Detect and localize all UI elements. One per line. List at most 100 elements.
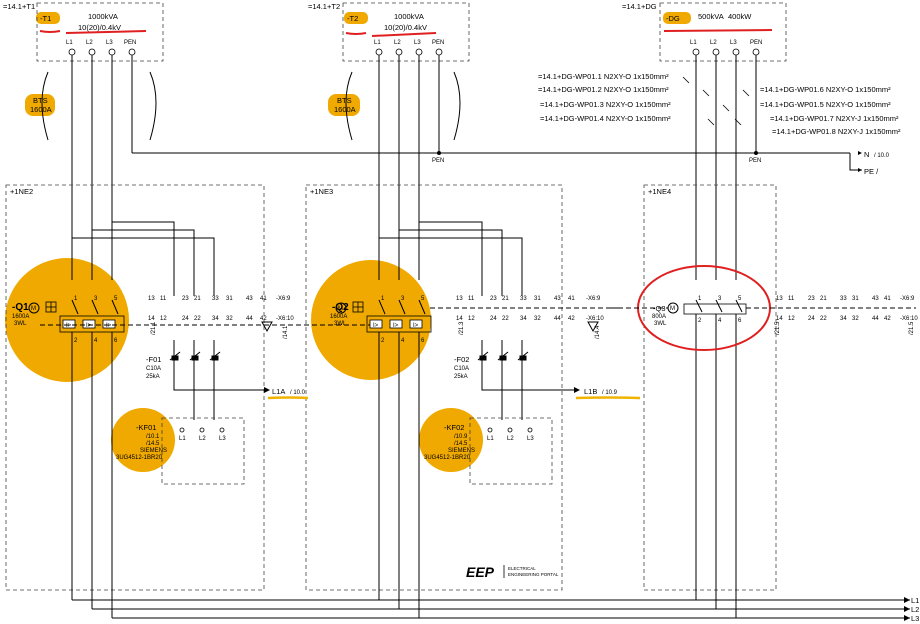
- svg-text:13: 13: [148, 296, 155, 302]
- svg-text:32: 32: [852, 316, 859, 322]
- bts2-rating: 1600A: [334, 105, 356, 114]
- dg-rating: 500kVA: [698, 12, 724, 21]
- kf01-ref1: /10.1: [146, 434, 160, 440]
- svg-text:42: 42: [260, 316, 267, 322]
- q2-rating: 1600A: [330, 314, 347, 320]
- svg-text:34: 34: [840, 316, 847, 322]
- svg-text:14: 14: [456, 316, 463, 322]
- pen-label-2: PEN: [749, 158, 761, 164]
- svg-text:13: 13: [776, 296, 783, 302]
- svg-text:L3: L3: [414, 40, 421, 46]
- dg-terminals: L1 L2 L3 PEN: [690, 40, 762, 46]
- svg-text:-X6:10: -X6:10: [586, 316, 604, 322]
- svg-text:42: 42: [568, 316, 575, 322]
- svg-text:14: 14: [776, 316, 783, 322]
- f02-rating: C10A: [454, 366, 469, 372]
- ne2-ref: /14.1: [283, 325, 289, 339]
- l1b-arrow: [574, 387, 580, 393]
- pe-arrow: [858, 168, 862, 172]
- t1-feeders: [71, 55, 133, 280]
- q1-type: 3WL: [14, 321, 27, 327]
- svg-text:43: 43: [872, 296, 879, 302]
- t2-rating: 1000kVA: [394, 12, 424, 21]
- ne3-ref2: /21.3: [459, 321, 465, 335]
- svg-text:L3: L3: [911, 614, 919, 623]
- svg-text:23: 23: [490, 296, 497, 302]
- annot-l1a: [267, 396, 309, 400]
- svg-text:L2: L2: [911, 605, 919, 614]
- svg-text:34: 34: [212, 316, 219, 322]
- kf02-ref1: /10.9: [454, 434, 468, 440]
- svg-text:22: 22: [502, 316, 509, 322]
- pen-node-1: [437, 151, 441, 155]
- kf01-brand: SIEMENS: [140, 448, 167, 454]
- svg-text:24: 24: [490, 316, 497, 322]
- svg-text:ELECTRICAL: ELECTRICAL: [508, 566, 536, 571]
- t1-voltage: 10(20)/0.4kV: [78, 23, 121, 32]
- cable-labels-left: =14.1+DG-WP01.1 N2XY-O 1x150mm² =14.1+DG…: [538, 72, 671, 123]
- svg-text:34: 34: [520, 316, 527, 322]
- f02-id: -F02: [454, 355, 469, 364]
- bts2-label: BTS: [337, 96, 352, 105]
- t2-terminals: L1 L2 L3 PEN: [374, 40, 444, 46]
- svg-text:44: 44: [554, 316, 561, 322]
- annot-dg: [663, 29, 773, 32]
- svg-text:L1: L1: [66, 40, 73, 46]
- t1-box: [36, 2, 164, 62]
- out-l1a-ref: / 10.0: [290, 390, 306, 396]
- svg-text:22: 22: [194, 316, 201, 322]
- svg-text:L3: L3: [730, 40, 737, 46]
- annot-l1b: [575, 396, 641, 400]
- svg-text:32: 32: [226, 316, 233, 322]
- highlight-kf01: [111, 408, 175, 472]
- kf02-terminals: [487, 427, 533, 433]
- svg-text:L2: L2: [199, 436, 206, 442]
- svg-text:33: 33: [520, 296, 527, 302]
- annot-t1-id: [39, 30, 61, 33]
- svg-text:5: 5: [421, 296, 425, 302]
- svg-text:6: 6: [738, 318, 742, 324]
- svg-text:L2: L2: [507, 436, 514, 442]
- svg-text:44: 44: [872, 316, 879, 322]
- svg-text:-X6:9: -X6:9: [276, 296, 291, 302]
- svg-text:PEN: PEN: [432, 40, 444, 46]
- svg-text:PEN: PEN: [750, 40, 762, 46]
- kf01-terminals: [179, 427, 225, 433]
- pe-label: PE /: [864, 167, 879, 176]
- svg-text:21: 21: [820, 296, 827, 302]
- highlight-dg: [663, 12, 691, 24]
- svg-text:32: 32: [534, 316, 541, 322]
- svg-text:21: 21: [194, 296, 201, 302]
- cable-labels-right: =14.1+DG-WP01.6 N2XY-O 1x150mm² =14.1+DG…: [760, 85, 901, 136]
- t2-feeders: [378, 55, 440, 280]
- svg-text:33: 33: [212, 296, 219, 302]
- svg-text:M: M: [670, 306, 675, 312]
- svg-text:13: 13: [456, 296, 463, 302]
- t2-box: [342, 2, 470, 62]
- t1-id: -T1: [40, 14, 51, 23]
- svg-text:I>: I>: [373, 323, 379, 329]
- svg-text:6: 6: [114, 338, 118, 344]
- out-l1b-ref: / 10.9: [602, 390, 618, 396]
- svg-text:31: 31: [534, 296, 541, 302]
- svg-text:42: 42: [884, 316, 891, 322]
- q2-id: -Q2: [332, 302, 349, 313]
- svg-text:-X6:9: -X6:9: [586, 296, 601, 302]
- ne2-aux-contacts: 13 11 23 21 33 31 43 41 14 12 24 22 34 3…: [148, 296, 294, 322]
- svg-text:41: 41: [568, 296, 575, 302]
- panel-ne3-name: +1NE3: [310, 187, 333, 196]
- bts1-bracket-right: [149, 71, 157, 141]
- highlight-bts1: [25, 94, 55, 116]
- dg-feeders: [695, 55, 757, 280]
- svg-text:23: 23: [182, 296, 189, 302]
- svg-text:2: 2: [74, 338, 78, 344]
- svg-text:L1: L1: [374, 40, 381, 46]
- breaker-q2: M I>I>I>: [335, 299, 432, 333]
- bts1-label: BTS: [33, 96, 48, 105]
- svg-text:ENGINEERING PORTAL: ENGINEERING PORTAL: [508, 572, 559, 577]
- svg-text:M: M: [338, 306, 343, 312]
- pen-label-1: PEN: [432, 158, 444, 164]
- q3-terminal-numbers: 1 3 5 2 4 6: [698, 296, 742, 324]
- t1-ref: =14.1+T1: [3, 2, 35, 11]
